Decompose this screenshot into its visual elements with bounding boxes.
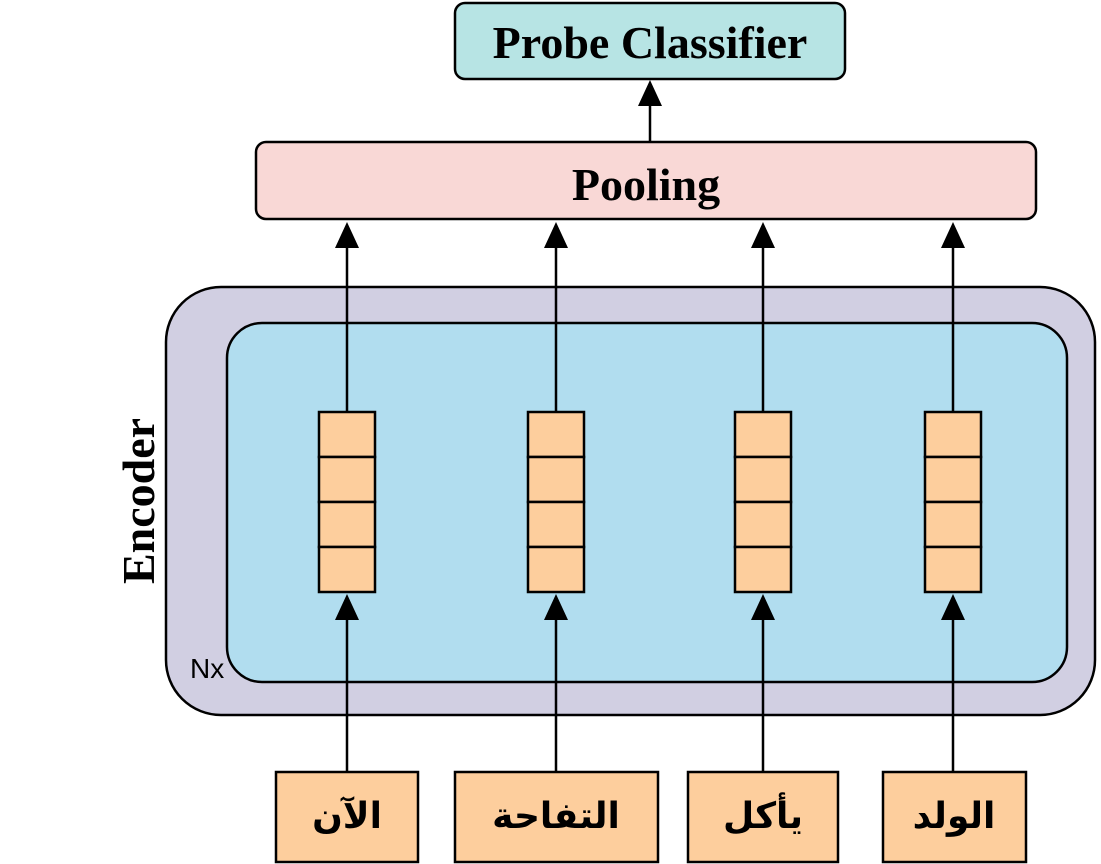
embedding-vector [526, 410, 586, 594]
input-token: يأكل [686, 770, 840, 864]
arrowhead-up-icon [544, 594, 568, 620]
embedding-vector [923, 410, 983, 594]
arrowhead-up-icon [751, 594, 775, 620]
embedding-vector [733, 410, 793, 594]
encoder-block: Encoder Nx [113, 285, 1097, 717]
token-label: التفاحة [492, 796, 620, 837]
token-label: الولد [913, 796, 996, 837]
embedding-vector [317, 410, 377, 594]
probe-classifier-label: Probe Classifier [493, 17, 808, 68]
probe-classifier-box: Probe Classifier [453, 1, 847, 81]
input-token: التفاحة [453, 770, 660, 864]
pooling-label: Pooling [572, 159, 720, 210]
token-label: يأكل [723, 792, 803, 837]
token-label: الآن [312, 795, 382, 837]
nx-repeat-label: Nx [190, 653, 224, 684]
input-token: الآن [274, 770, 420, 864]
token-column: الولد [881, 222, 1028, 864]
pooling-box: Pooling [254, 140, 1038, 221]
token-column: الآن [274, 222, 420, 864]
arrowhead-up-icon [941, 594, 965, 620]
pooling-to-classifier-arrow [638, 80, 662, 142]
arrowhead-up-icon [544, 222, 568, 248]
encoder-label: Encoder [113, 418, 164, 584]
arrowhead-up-icon [335, 594, 359, 620]
token-column: يأكل [686, 222, 840, 864]
arrowhead-up-icon [751, 222, 775, 248]
arrowhead-up-icon [335, 222, 359, 248]
token-column: التفاحة [453, 222, 660, 864]
input-token: الولد [881, 770, 1028, 864]
arrowhead-up-icon [941, 222, 965, 248]
